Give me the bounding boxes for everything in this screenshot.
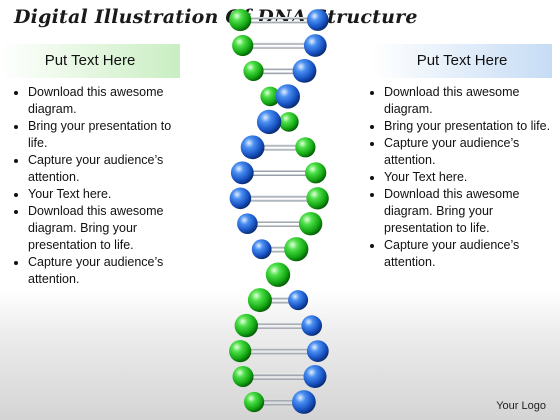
right-text-panel: Put Text Here Download this awesome diag… [372, 44, 552, 271]
dna-rung [246, 322, 312, 325]
dna-blue-sphere [306, 9, 329, 31]
dna-rung [240, 195, 318, 198]
dna-blue-sphere [237, 213, 258, 234]
dna-blue-sphere [251, 239, 272, 260]
dna-rung [253, 71, 305, 75]
dna-blue-sphere [230, 161, 254, 185]
dna-blue-sphere [229, 187, 252, 210]
footer-logo: Your Logo [496, 400, 546, 412]
dna-green-sphere [229, 8, 252, 32]
dna-rung [240, 17, 318, 20]
floor-shadow [0, 290, 560, 420]
dna-rung [242, 173, 316, 176]
right-bullet-item: Capture your audience’s attention. [384, 237, 552, 271]
dna-rung [242, 46, 316, 49]
dna-rung [254, 399, 304, 402]
dna-rung [240, 352, 318, 355]
right-bullet-item: Download this awesome diagram. [384, 84, 552, 118]
left-bullet-item: Capture your audience’s attention. [28, 254, 180, 288]
dna-blue-sphere [275, 84, 300, 109]
dna-green-sphere [279, 112, 299, 132]
dna-rung [246, 326, 312, 329]
dna-green-sphere [243, 60, 264, 81]
left-bullet-list: Download this awesome diagram. Bring you… [0, 84, 180, 288]
dna-rung [247, 224, 311, 227]
left-text-panel: Put Text Here Download this awesome diag… [0, 44, 180, 288]
right-bullet-item: Capture your audience’s attention. [384, 135, 552, 169]
dna-spheres [229, 8, 329, 414]
dna-green-sphere [284, 237, 309, 262]
dna-blue-sphere [240, 135, 265, 160]
right-bullet-item: Bring your presentation to life. [384, 118, 552, 135]
left-panel-header: Put Text Here [0, 44, 180, 78]
dna-green-sphere [295, 137, 316, 158]
dna-rung [247, 220, 311, 223]
dna-rung [240, 199, 318, 202]
dna-rung [242, 169, 316, 172]
dna-rung [240, 21, 318, 24]
dna-green-sphere [247, 288, 272, 313]
dna-rung [254, 403, 304, 406]
left-bullet-item: Download this awesome diagram. [28, 84, 180, 118]
right-bullet-item: Your Text here. [384, 169, 552, 186]
dna-blue-sphere [303, 365, 327, 388]
dna-green-sphere [265, 262, 291, 287]
dna-green-sphere [298, 212, 323, 236]
dna-rung [252, 144, 306, 147]
right-bullet-item: Download this awesome diagram. Bring you… [384, 186, 552, 237]
right-panel-header: Put Text Here [372, 44, 552, 78]
dna-blue-sphere [292, 390, 316, 414]
dna-blue-sphere [306, 340, 329, 362]
dna-green-sphere [305, 162, 327, 184]
dna-rung [240, 348, 318, 351]
dna-green-sphere [232, 34, 254, 57]
dna-rung [252, 148, 306, 151]
left-bullet-item: Download this awesome diagram. Bring you… [28, 203, 180, 254]
dna-green-sphere [234, 313, 258, 338]
dna-blue-sphere [288, 290, 309, 311]
dna-green-sphere [260, 86, 281, 107]
dna-green-sphere [244, 391, 265, 413]
right-bullet-list: Download this awesome diagram. Bring you… [372, 84, 552, 271]
left-bullet-item: Capture your audience’s attention. [28, 152, 180, 186]
dna-rung [242, 377, 316, 380]
dna-green-sphere [306, 187, 329, 210]
dna-blue-sphere [303, 34, 327, 57]
dna-blue-sphere [256, 109, 282, 135]
dna-rung [253, 67, 305, 71]
dna-rung [242, 42, 316, 45]
left-bullet-item: Bring your presentation to life. [28, 118, 180, 152]
dna-green-sphere [232, 366, 254, 387]
dna-blue-sphere [301, 315, 323, 336]
dna-green-sphere [229, 340, 252, 363]
left-bullet-item: Your Text here. [28, 186, 180, 203]
dna-rung [242, 373, 316, 376]
dna-blue-sphere [292, 59, 317, 83]
